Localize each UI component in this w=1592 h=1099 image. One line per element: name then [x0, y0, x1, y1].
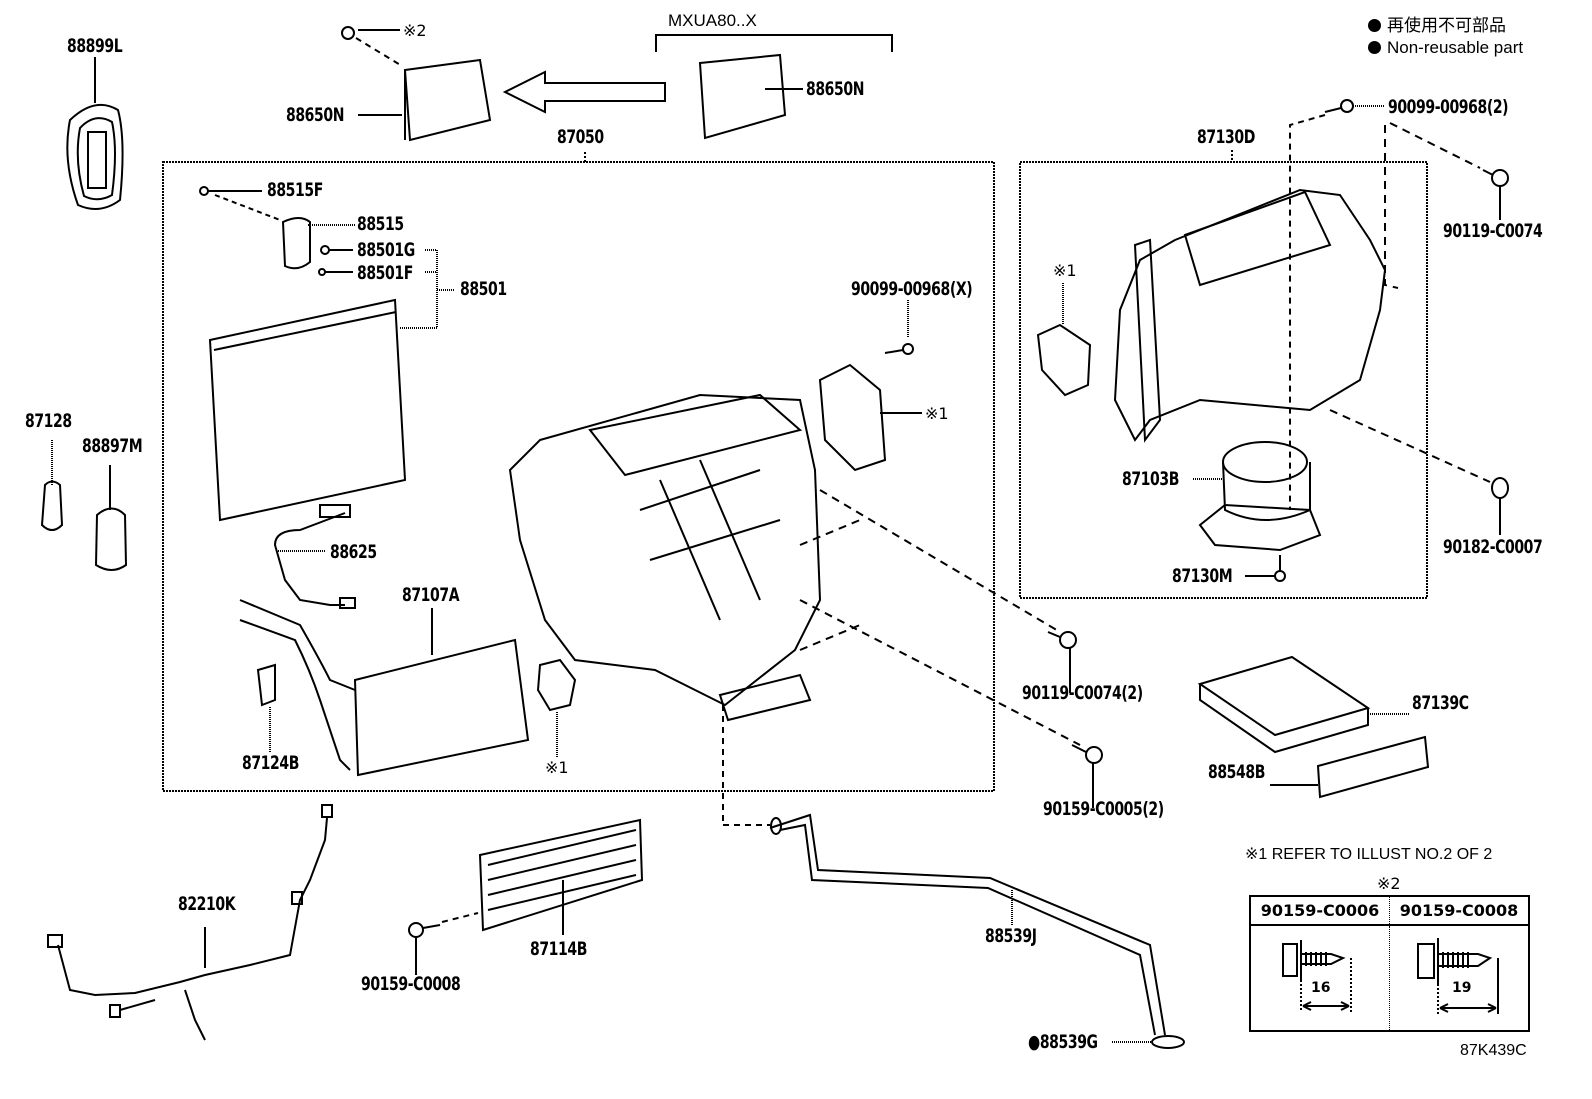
- evaporator-88501-drawing: [208, 298, 407, 522]
- servo-motor-a-drawing: [818, 363, 887, 472]
- expansion-valve-88515-drawing: [281, 217, 455, 329]
- grommet-88897M-drawing: [94, 507, 128, 571]
- amplifier-88650N-left-drawing: [341, 26, 492, 142]
- part-label-87103B[interactable]: 87103B: [1122, 468, 1179, 490]
- part-label-88515F[interactable]: 88515F: [267, 179, 323, 201]
- clean-air-filter-87139C-drawing: [1197, 655, 1410, 754]
- part-label-87139C[interactable]: 87139C: [1412, 692, 1469, 714]
- part-label-87124B[interactable]: 87124B: [242, 752, 299, 774]
- part-label-90182-C0007[interactable]: 90182-C0007: [1443, 536, 1543, 558]
- part-label-87107A[interactable]: 87107A: [402, 584, 460, 606]
- part-label-88501G[interactable]: 88501G: [357, 239, 415, 261]
- screw-16mm-icon: [1282, 940, 1352, 1012]
- grommet-88899L-drawing: [66, 57, 124, 210]
- part-label-88539J[interactable]: 88539J: [985, 925, 1037, 947]
- part-label-88650N-right[interactable]: 88650N: [806, 78, 865, 100]
- part-label-87114B[interactable]: 87114B: [530, 938, 587, 960]
- part-label-88899L[interactable]: 88899L: [67, 35, 123, 57]
- thermistor-88625-drawing: [273, 504, 356, 609]
- nut-90182-C0007-drawing: [1329, 409, 1509, 535]
- part-label-88625[interactable]: 88625: [330, 541, 377, 563]
- part-label-90099-00968-2[interactable]: 90099-00968(2): [1388, 96, 1509, 118]
- part-label-88548B[interactable]: 88548B: [1208, 761, 1265, 783]
- screw-90159-C0008-drawing: [408, 912, 479, 975]
- servo-motor-b-drawing: [536, 658, 577, 712]
- part-label-88539G[interactable]: ●88539G: [1028, 1031, 1098, 1053]
- legend: 再使用不可部品 Non-reusable part: [1368, 15, 1523, 59]
- part-label-90159-C0008[interactable]: 90159-C0008: [361, 973, 461, 995]
- legend-english-text: Non-reusable part: [1387, 38, 1524, 57]
- screw-spec-header-1[interactable]: 90159-C0008: [1389, 895, 1530, 926]
- screw-spec-header-0[interactable]: 90159-C0006: [1249, 895, 1390, 926]
- part-label-90099-00968-X[interactable]: 90099-00968(X): [851, 278, 973, 300]
- part-label-88897M[interactable]: 88897M: [82, 435, 143, 457]
- part-label-87128[interactable]: 87128: [25, 410, 72, 432]
- variant-label: MXUA80..X: [668, 11, 757, 30]
- replacement-arrow: [502, 70, 666, 114]
- part-label-82210K[interactable]: 82210K: [178, 893, 236, 915]
- drain-hose-88539J-drawing: [769, 813, 1166, 1036]
- main-unit-frame: [162, 161, 995, 792]
- screw-90099-X-drawing: [884, 300, 914, 355]
- screw-87130M-drawing: [1245, 555, 1286, 582]
- hvac-case-87050-drawing: [508, 393, 822, 722]
- note1-marker-a: ※1: [925, 404, 949, 423]
- variant-bracket: [655, 34, 893, 52]
- part-label-90159-C0005-2[interactable]: 90159-C0005(2): [1043, 798, 1164, 820]
- part-label-87130M[interactable]: 87130M: [1172, 565, 1233, 587]
- bolt-88515F-drawing: [199, 186, 281, 221]
- screw-length-16: 16: [1311, 980, 1331, 996]
- note1-marker-c: ※1: [1053, 261, 1077, 280]
- screw-90099-00968-2-drawing: [1289, 99, 1481, 510]
- note1-text: ※1 REFER TO ILLUST NO.2 OF 2: [1245, 846, 1493, 863]
- clamp-87124B-drawing: [256, 663, 276, 752]
- note2-marker: ※2: [1377, 874, 1401, 893]
- cover-88548B-drawing: [1270, 735, 1430, 799]
- part-label-90119-C0074[interactable]: 90119-C0074: [1443, 220, 1543, 242]
- grommet-87128-drawing: [40, 480, 64, 531]
- screw-length-19: 19: [1452, 980, 1472, 996]
- part-label-87130D[interactable]: 87130D: [1197, 126, 1255, 148]
- screw-19mm-icon: [1417, 938, 1499, 1014]
- legend-japanese-text: 再使用不可部品: [1387, 16, 1506, 35]
- amplifier-88650N-right-drawing: [698, 53, 803, 140]
- blower-motor-87103B-drawing: [1193, 441, 1322, 552]
- screw-90159-C0005-2-drawing: [1071, 744, 1103, 808]
- note2-marker-top: ※2: [403, 21, 427, 40]
- part-label-88515[interactable]: 88515: [357, 213, 404, 235]
- bolt-90119-C0074-drawing: [1482, 169, 1509, 220]
- servo-motor-c-drawing: [1036, 323, 1092, 397]
- non-reusable-dot-icon: [1368, 41, 1381, 54]
- legend-row-japanese: 再使用不可部品: [1368, 15, 1523, 37]
- screw-spec-table: 90159-C0006 90159-C0008 16: [1249, 895, 1530, 1032]
- part-label-88501F[interactable]: 88501F: [357, 262, 413, 284]
- note1-marker-b: ※1: [545, 758, 569, 777]
- screw-spec-cell-1: 19: [1389, 924, 1530, 1032]
- part-label-88650N-left[interactable]: 88650N: [286, 104, 345, 126]
- wire-harness-82210K-drawing: [47, 804, 333, 1041]
- ptc-heater-87114B-drawing: [478, 818, 644, 935]
- illustration-code: 87K439C: [1460, 1042, 1527, 1059]
- heater-radiator-87107A-drawing: [239, 599, 530, 777]
- blower-case-87130D-drawing: [1113, 188, 1387, 443]
- legend-row-english: Non-reusable part: [1368, 37, 1523, 59]
- drain-cup-88539G-drawing: [1112, 1035, 1185, 1049]
- non-reusable-dot-icon: [1368, 19, 1381, 32]
- part-label-90119-C0074-2[interactable]: 90119-C0074(2): [1022, 682, 1143, 704]
- part-label-88501[interactable]: 88501: [460, 278, 507, 300]
- part-label-87050[interactable]: 87050: [557, 126, 604, 148]
- bolt-90119-C0074-2-drawing: [1047, 631, 1077, 693]
- blower-unit-frame: [1019, 161, 1428, 599]
- screw-spec-cell-0: 16: [1249, 924, 1390, 1032]
